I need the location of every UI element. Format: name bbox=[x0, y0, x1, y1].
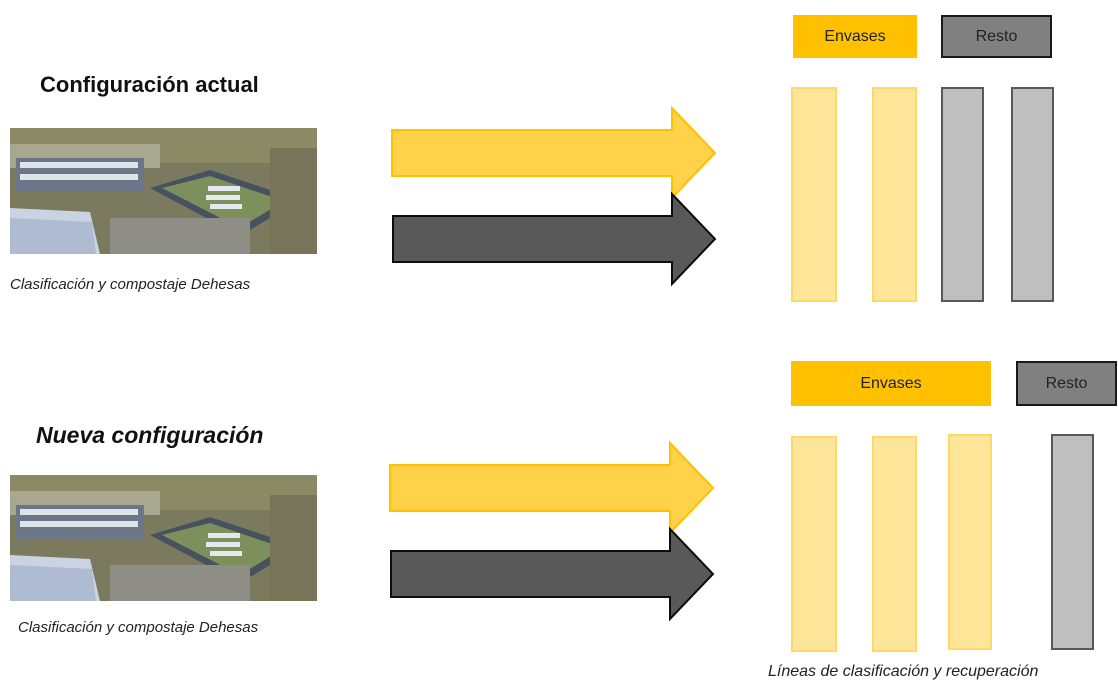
current-config-title: Configuración actual bbox=[40, 72, 259, 97]
resto-line bbox=[1011, 87, 1054, 302]
envases-line bbox=[948, 434, 992, 650]
envases-line bbox=[791, 436, 837, 652]
resto-flow-arrow bbox=[392, 191, 717, 287]
facility-aerial-photo bbox=[10, 128, 317, 254]
envases-flow-arrow bbox=[391, 105, 717, 201]
resto-line bbox=[941, 87, 984, 302]
new-config-title: Nueva configuración bbox=[36, 422, 264, 448]
legend-resto: Resto bbox=[1016, 361, 1117, 406]
envases-line bbox=[872, 436, 917, 652]
resto-flow-arrow bbox=[390, 526, 715, 622]
new-config-caption: Clasificación y compostaje Dehesas bbox=[18, 619, 259, 636]
envases-flow-arrow bbox=[389, 440, 715, 536]
envases-line bbox=[791, 87, 837, 302]
legend-envases: Envases bbox=[791, 361, 991, 406]
envases-line bbox=[872, 87, 917, 302]
legend-envases: Envases bbox=[793, 15, 917, 58]
legend-resto: Resto bbox=[941, 15, 1052, 58]
current-config-caption: Clasificación y compostaje Dehesas bbox=[10, 276, 251, 293]
resto-line bbox=[1051, 434, 1094, 650]
facility-aerial-photo bbox=[10, 475, 317, 601]
lines-caption: Líneas de clasificación y recuperación bbox=[768, 663, 1039, 680]
